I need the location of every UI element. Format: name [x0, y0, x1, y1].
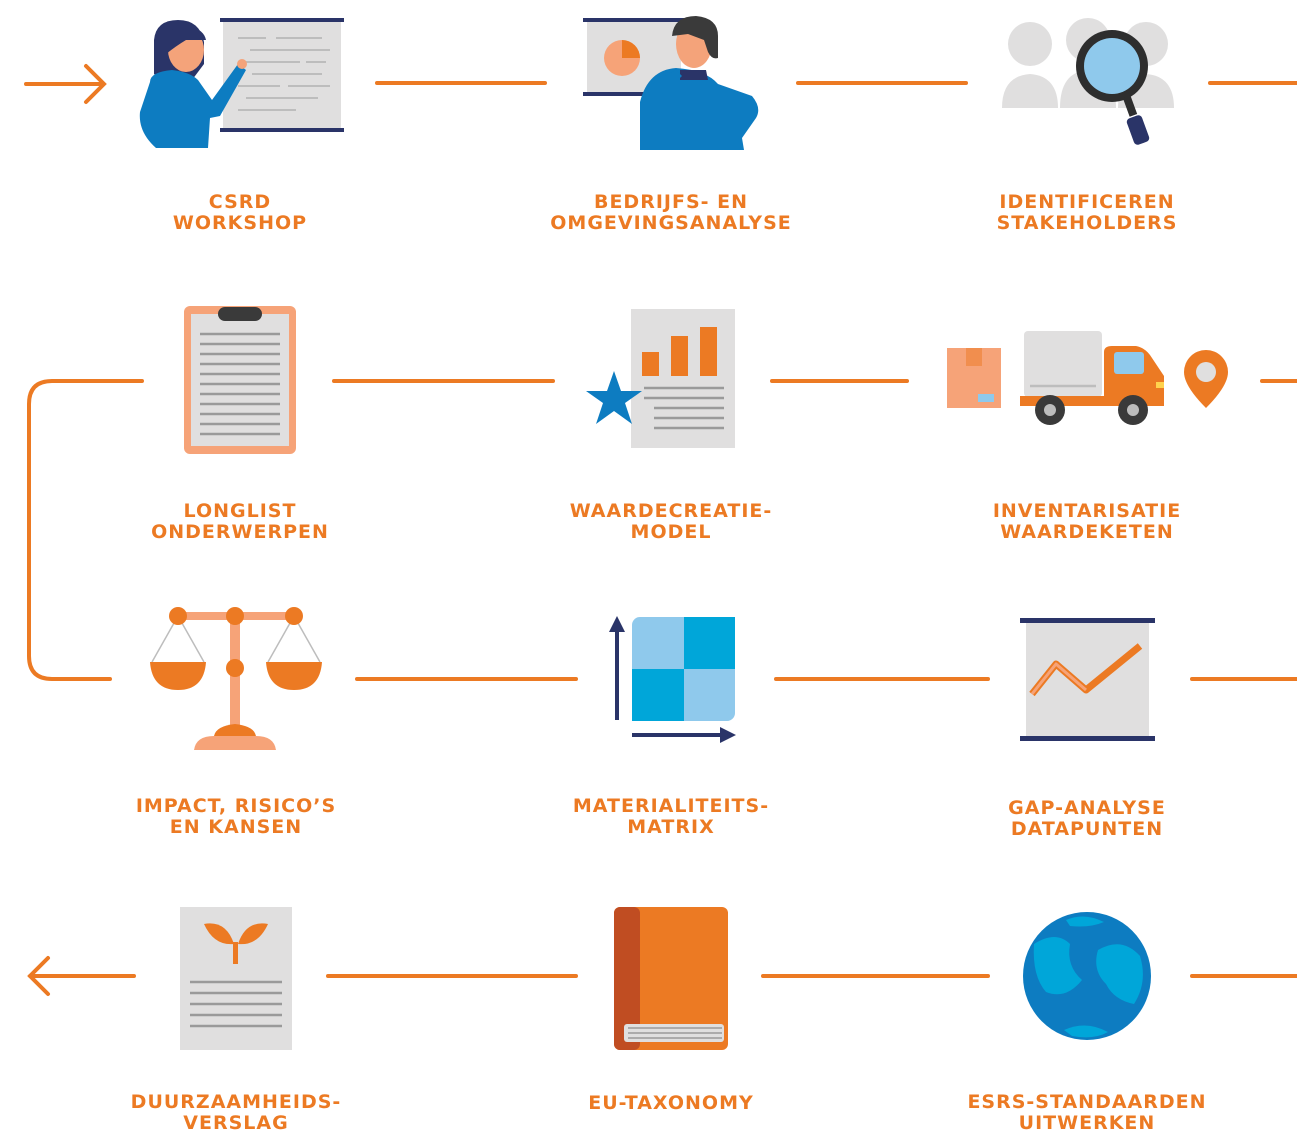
book-icon [614, 907, 728, 1050]
step-label-line: WAARDEKETEN [1000, 521, 1174, 543]
step-label-line: MATERIALITEITS- [572, 795, 770, 817]
step-label-line: MATRIX [627, 816, 715, 838]
globe-icon [1023, 912, 1151, 1040]
sustainability-report-icon [180, 907, 292, 1050]
step-label-line: OMGEVINGSANALYSE [550, 212, 792, 234]
step-label-line: EN KANSEN [169, 816, 303, 838]
step-label-line: STAKEHOLDERS [996, 212, 1178, 234]
step-label-line: VERSLAG [183, 1112, 289, 1134]
step-label-line: BEDRIJFS- EN [593, 191, 749, 213]
clipboard-icon [184, 306, 296, 454]
report-star-icon [586, 309, 735, 448]
step-label-line: UITWERKEN [1018, 1112, 1156, 1134]
step-label: MATERIALITEITS-MATRIX [511, 796, 831, 838]
step-label-line: ONDERWERPEN [151, 521, 329, 543]
balance-scale-icon [150, 607, 322, 750]
step-label-line: WAARDECREATIE- [569, 500, 773, 522]
step-label-line: DUURZAAMHEIDS- [130, 1091, 342, 1113]
step-label: EU-TAXONOMY [511, 1093, 831, 1114]
step-label-line: WORKSHOP [172, 212, 308, 234]
start-arrow [24, 64, 107, 104]
matrix-icon [609, 616, 736, 743]
step-label-line: INVENTARISATIE [992, 500, 1182, 522]
step-label-line: EU-TAXONOMY [588, 1092, 754, 1114]
step-label-line: LONGLIST [183, 500, 297, 522]
step-label-line: IMPACT, RISICO’S [135, 795, 337, 817]
step-label-line: DATAPUNTEN [1010, 818, 1164, 840]
presenter-whiteboard-icon [139, 18, 344, 148]
delivery-truck-icon [947, 331, 1228, 425]
step-label-line: IDENTIFICEREN [999, 191, 1175, 213]
stakeholders-magnifier-icon [1002, 18, 1174, 145]
step-label-line: MODEL [630, 521, 712, 543]
step-label-line: GAP-ANALYSE [1008, 797, 1166, 819]
step-label: DUURZAAMHEIDS-VERSLAG [76, 1092, 396, 1134]
trend-board-icon [1020, 618, 1155, 741]
analyst-chart-icon [583, 16, 759, 150]
end-arrow [27, 956, 136, 996]
step-label-line: CSRD [208, 191, 272, 213]
step-label: WAARDECREATIE-MODEL [511, 501, 831, 543]
loop-connector-4-7 [27, 379, 144, 681]
step-label-line: ESRS-STANDAARDEN [967, 1091, 1207, 1113]
